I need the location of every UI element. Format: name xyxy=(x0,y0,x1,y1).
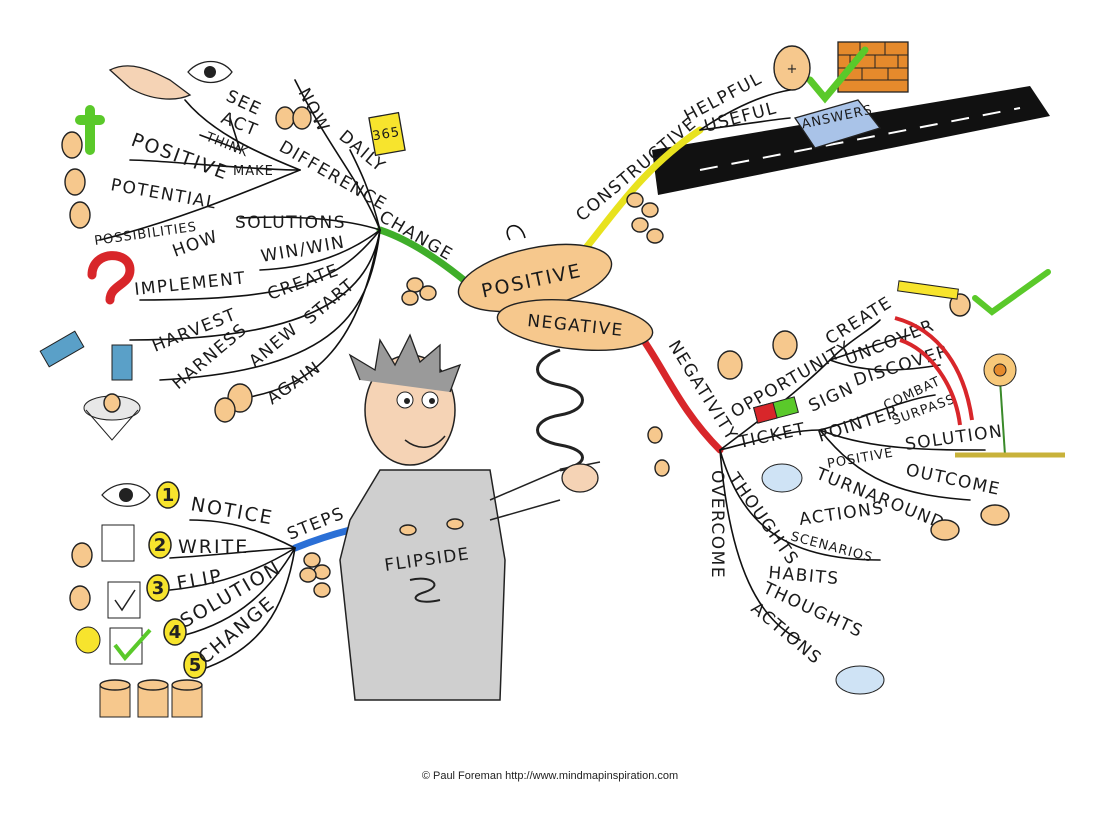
anew-label: ANEW xyxy=(245,319,302,372)
question-mark-icon xyxy=(87,251,135,305)
coin-icon: + xyxy=(773,45,811,91)
negativity-branch: NEGATIVITY OPPORTUNITY CREATE UNCOVER DI… xyxy=(647,269,1065,695)
coin-stack-icon xyxy=(69,542,203,718)
outcome-label: OUTCOME xyxy=(904,460,1002,500)
step-number: 5 xyxy=(189,655,202,676)
step-number-coin xyxy=(183,651,207,679)
pointing-hand-icon xyxy=(108,65,192,100)
flower-icon xyxy=(955,353,1065,458)
steps-branch-line xyxy=(291,526,354,552)
negative-coin: NEGATIVE xyxy=(496,299,654,351)
change-branch-line xyxy=(376,226,474,289)
step-label: WRITE xyxy=(178,536,249,558)
constructive-branch-line xyxy=(576,126,704,259)
make-label: MAKE xyxy=(233,164,274,179)
step-number: 3 xyxy=(152,578,165,599)
step-number-coin xyxy=(163,618,187,646)
coin-stack-icon xyxy=(299,552,331,598)
coin-icon xyxy=(647,293,1010,541)
implement-label: IMPLEMENT xyxy=(133,268,247,300)
coin-stack-icon xyxy=(626,192,664,244)
calendar-365-label: 365 xyxy=(371,125,401,145)
again-label: AGAIN xyxy=(263,358,325,410)
red-arrows-icon xyxy=(894,316,974,426)
step-number: 4 xyxy=(169,622,182,643)
step-number: 1 xyxy=(162,485,175,506)
eye-icon xyxy=(187,60,233,84)
road-icon xyxy=(652,86,1050,195)
ticket-label: TICKET xyxy=(736,419,808,453)
potential-label: POTENTIAL xyxy=(109,175,218,213)
positive-coin: POSITIVE xyxy=(457,243,613,313)
step-number-coin xyxy=(146,574,170,602)
check-mark-icon xyxy=(806,46,869,104)
step-item-2: 2 WRITE xyxy=(148,531,249,559)
book-365-icon: 365 xyxy=(368,111,406,157)
eye-icon xyxy=(101,483,151,507)
tools-icon xyxy=(39,330,133,381)
negativity-branch-line xyxy=(636,331,724,454)
person-illustration: FLIPSIDE xyxy=(339,333,601,701)
step-number-coin xyxy=(148,531,172,559)
sign-label: SIGN xyxy=(806,378,858,416)
thought-cloud-icon xyxy=(761,463,885,695)
plus-figure-icon xyxy=(75,105,105,155)
pencil-icon xyxy=(897,280,959,300)
net-icon xyxy=(83,393,141,441)
spring-icon xyxy=(536,348,584,472)
step-number-coin xyxy=(156,481,180,509)
steps-branch: STEPS xyxy=(169,503,348,671)
coin-stack-icon xyxy=(61,106,437,423)
book-icon: ANSWERS xyxy=(793,99,882,149)
solutions-label: SOLUTIONS xyxy=(235,213,346,233)
step-number: 2 xyxy=(154,535,167,556)
flip-arrow-icon xyxy=(506,225,526,241)
overcome-label: OVERCOME xyxy=(707,470,727,579)
check-mark-icon xyxy=(972,269,1051,316)
actions-label: ACTIONS xyxy=(798,498,886,530)
svg-text:+: + xyxy=(787,62,798,77)
sign-ticket-icon xyxy=(753,396,799,424)
copyright-footer: © Paul Foreman http://www.mindmapinspira… xyxy=(421,770,679,782)
checklist-icon xyxy=(101,524,152,665)
